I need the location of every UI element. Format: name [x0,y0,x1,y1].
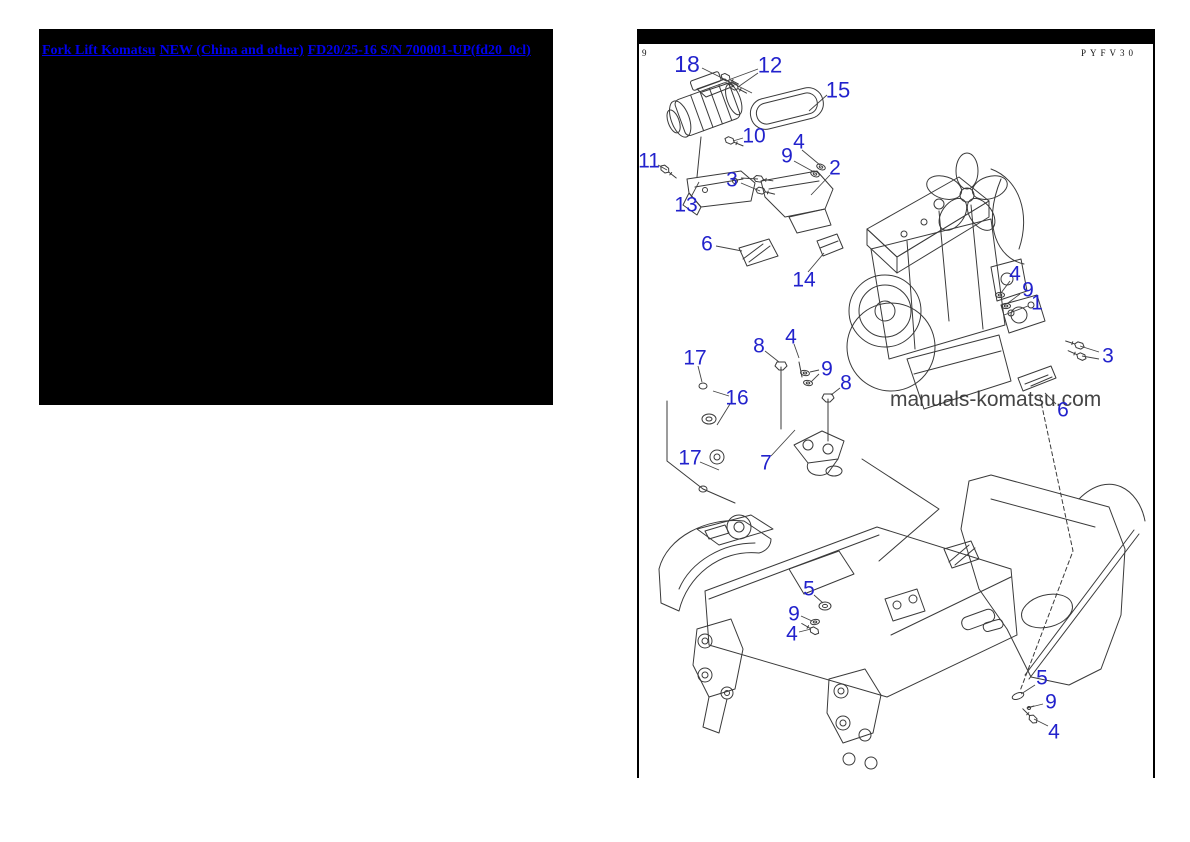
diagram-header-bar [639,29,1153,44]
leader-line [717,404,730,425]
breadcrumb-link-model[interactable]: Fork Lift Komatsu [42,43,156,58]
callout-5: 5 [803,578,815,601]
leader-line [658,165,667,170]
watermark: manuals-komatsu.com [890,388,1101,411]
leader-line [741,178,758,179]
leader-line [733,138,743,141]
mount-assembly-drawing [667,362,844,503]
callout-6: 6 [701,233,713,256]
leader-line [771,430,795,456]
leader-line [1021,685,1035,694]
compressor-drawing [658,67,755,215]
callout-9: 9 [1045,691,1057,714]
leader-line [700,462,719,470]
leader-line [810,370,819,372]
callout-18: 18 [674,51,700,77]
callout-5: 5 [1036,667,1048,690]
exploded-parts-diagram: manuals-komatsu.com 18121510114923136144… [639,51,1153,778]
callout-9: 9 [1022,279,1034,302]
leader-line [811,175,830,195]
leader-line [1080,346,1099,352]
callout-17: 17 [683,347,706,370]
callout-2: 2 [829,157,841,180]
leader-line [702,68,752,93]
diagram-panel: 9 PYFV30 [637,29,1155,778]
callout-8: 8 [840,372,852,395]
engine-drawing [847,153,1088,409]
leader-line [765,351,779,362]
callout-3: 3 [726,169,738,192]
callout-4: 4 [785,326,797,349]
leader-line [811,374,819,382]
callout-16: 16 [725,387,748,410]
leader-line [1004,306,1028,315]
leader-line [1034,719,1048,726]
leader-line [1045,393,1056,404]
callout-6: 6 [1057,399,1069,422]
leader-line [738,73,758,87]
leader-line [808,253,824,272]
callout-11: 11 [639,150,660,173]
callout-1: 1 [1031,292,1043,315]
breadcrumb-link-series[interactable]: NEW (China and other) [159,43,304,58]
callout-9: 9 [781,145,793,168]
callout-9: 9 [821,358,833,381]
callout-13: 13 [674,194,697,217]
leader-line [814,595,823,603]
callout-8: 8 [753,335,765,358]
leader-line [801,616,812,621]
upper-bracket-drawing [739,162,843,266]
leader-line [802,150,820,165]
leader-line [698,366,702,382]
callout-4: 4 [1048,721,1060,744]
chassis-drawing [659,397,1145,769]
leader-line [794,161,814,172]
leader-line [799,629,811,632]
callout-4: 4 [793,131,805,154]
callout-17: 17 [678,447,701,470]
callout-9: 9 [788,603,800,626]
leader-line [794,344,799,358]
leader-line [713,391,729,396]
leader-line [1001,281,1010,293]
belt-drawing [747,85,826,133]
callout-3: 3 [1102,345,1114,368]
leader-line [741,183,760,191]
breadcrumb-link-serial[interactable]: FD20/25-16 S/N 700001-UP(fd20_0cl) [307,43,531,58]
leader-line [831,388,840,395]
callout-4: 4 [786,623,798,646]
leader-line [1082,356,1099,359]
callout-4: 4 [1009,263,1021,286]
callout-15: 15 [826,78,850,103]
leader-line [1031,704,1043,707]
callout-12: 12 [758,53,782,78]
callout-7: 7 [760,452,772,475]
plate-code: PYFV30 [1080,48,1137,58]
leader-line [1008,294,1020,303]
leader-line [809,95,827,111]
leader-line [731,69,758,79]
leader-line [691,182,699,197]
page-number: 9 [642,48,647,58]
leader-line [716,246,742,251]
callout-14: 14 [792,269,816,292]
callout-10: 10 [742,125,765,148]
